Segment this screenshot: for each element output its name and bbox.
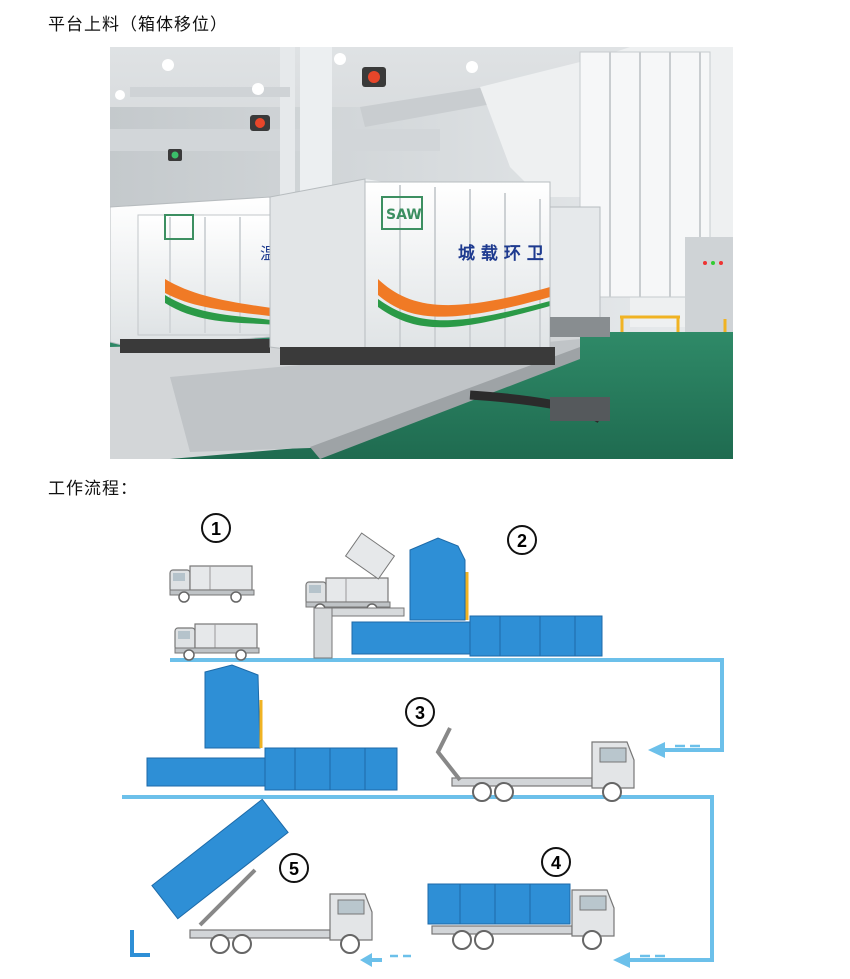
container-left: 温 <box>110 196 279 353</box>
step-5-badge: 5 <box>289 859 299 879</box>
container-slogan: 城 载 环 卫 <box>458 243 544 264</box>
step-3-badge: 3 <box>415 703 425 723</box>
transfer-station-photo: 温 SAW 城 载 环 卫 <box>110 47 733 459</box>
step-2-badge: 2 <box>517 531 527 551</box>
step-1-badge: 1 <box>211 519 221 539</box>
step-4-badge: 4 <box>551 853 561 873</box>
section-heading-platform-loading: 平台上料（箱体移位） <box>48 15 228 35</box>
workflow-diagram: 1 2 3 4 5 <box>120 500 740 975</box>
container-main: SAW 城 载 环 卫 <box>269 178 610 365</box>
section-heading-workflow: 工作流程： <box>48 479 138 499</box>
container-brand-logo: SAW <box>386 207 422 223</box>
